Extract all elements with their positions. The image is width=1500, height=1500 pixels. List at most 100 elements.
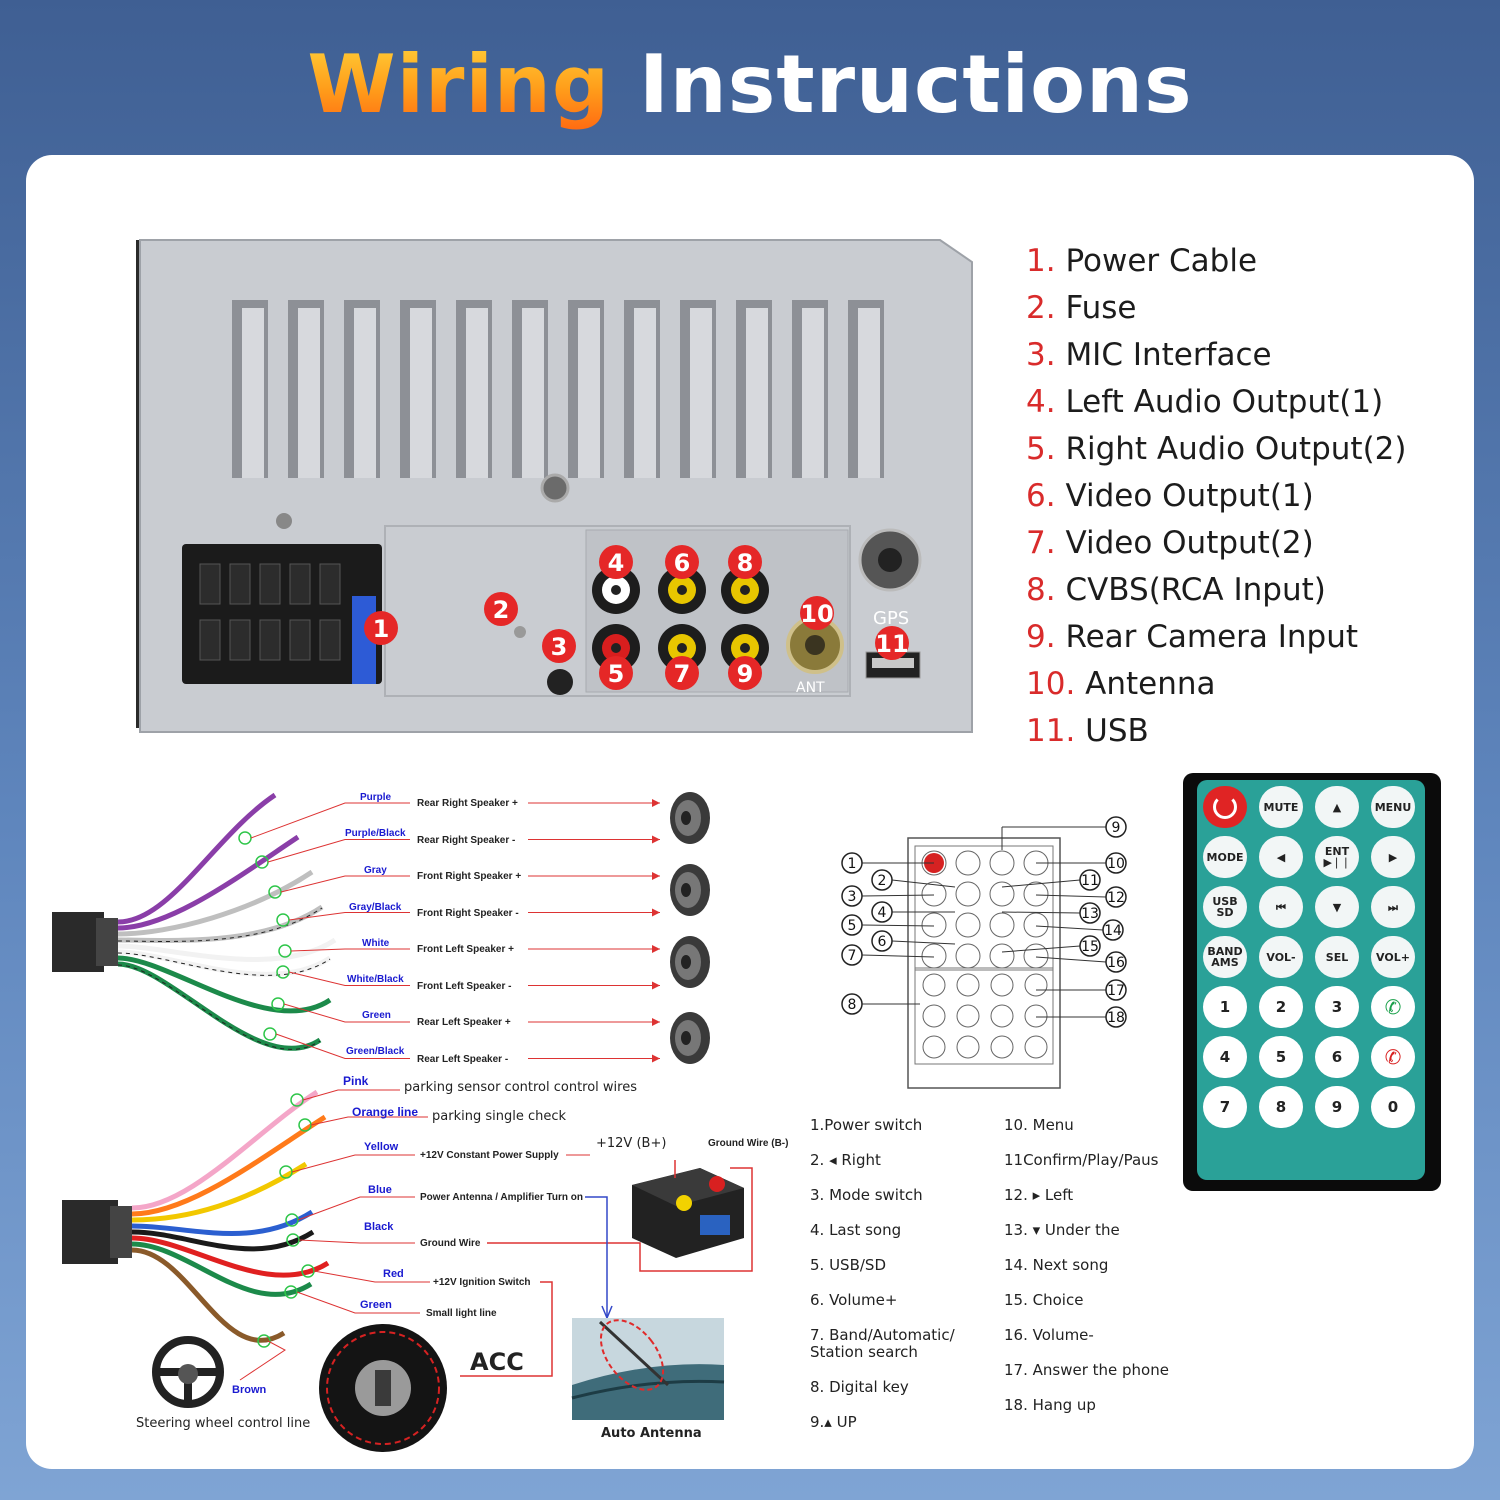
remote-button-label: MENU xyxy=(1374,800,1412,814)
remote-button[interactable]: ✆ xyxy=(1371,1036,1415,1078)
remote-button[interactable]: MUTE xyxy=(1259,786,1303,828)
key-list-item: 12. ▸ Left xyxy=(1004,1186,1074,1204)
remote-button[interactable]: SEL xyxy=(1315,936,1359,978)
wire-color-label: Purple/Black xyxy=(345,828,406,839)
wire-function-label: Front Left Speaker - xyxy=(417,980,512,992)
wire-function-label: +12V Ignition Switch xyxy=(433,1277,531,1288)
key-list-item: Station search xyxy=(810,1343,918,1361)
remote-button[interactable]: 6 xyxy=(1315,1036,1359,1078)
remote-callout-number: 2 xyxy=(878,873,887,889)
wire-function-label: Ground Wire xyxy=(420,1238,481,1249)
remote-button[interactable]: ⏮ xyxy=(1259,886,1303,928)
legend-item: 4. Left Audio Output(1) xyxy=(1026,379,1406,426)
remote-button[interactable]: VOL+ xyxy=(1371,936,1415,978)
gps-label: GPS xyxy=(873,608,909,629)
remote-button[interactable]: USB SD xyxy=(1203,886,1247,928)
key-list-item: 1.Power switch xyxy=(810,1116,923,1134)
remote-button-label: 0 xyxy=(1387,1097,1399,1116)
port-marker-number: 2 xyxy=(493,596,510,624)
wire-color-label: Orange line xyxy=(352,1105,419,1119)
wire-function-label: parking sensor control control wires xyxy=(404,1080,638,1095)
legend-item: 1. Power Cable xyxy=(1026,238,1406,285)
legend-item: 7. Video Output(2) xyxy=(1026,520,1406,567)
remote-callout-number: 1 xyxy=(848,856,857,872)
remote-button[interactable]: ⏭ xyxy=(1371,886,1415,928)
remote-button-label: BAND AMS xyxy=(1207,945,1243,969)
port-marker xyxy=(728,545,762,579)
remote-button[interactable]: ▲ xyxy=(1315,786,1359,828)
remote-button[interactable]: ✆ xyxy=(1371,986,1415,1028)
legend-item: 5. Right Audio Output(2) xyxy=(1026,426,1406,473)
wire-function-label: Rear Right Speaker - xyxy=(417,834,516,846)
wire-function-label: Rear Left Speaker + xyxy=(417,1017,511,1028)
remote-button[interactable]: ▼ xyxy=(1315,886,1359,928)
remote-button[interactable]: 0 xyxy=(1371,1086,1415,1128)
remote-button-label: 8 xyxy=(1275,1097,1287,1116)
remote-button[interactable]: 8 xyxy=(1259,1086,1303,1128)
remote-button[interactable]: 7 xyxy=(1203,1086,1247,1128)
key-list-item: 8. Digital key xyxy=(810,1378,909,1396)
remote-control xyxy=(1183,773,1441,1191)
key-list-item: 15. Choice xyxy=(1004,1291,1084,1309)
wire-color-label: Green xyxy=(362,1010,391,1021)
remote-button[interactable]: ▶ xyxy=(1371,836,1415,878)
remote-callout-number: 3 xyxy=(848,889,857,905)
legend-number: 7. xyxy=(1026,525,1056,561)
remote-button[interactable]: 2 xyxy=(1259,986,1303,1028)
port-marker xyxy=(800,596,834,630)
legend-item: 11. USB xyxy=(1026,708,1406,755)
remote-callout-number: 16 xyxy=(1107,955,1125,971)
remote-button-label: 4 xyxy=(1219,1047,1231,1066)
key-list-item: 14. Next song xyxy=(1004,1256,1109,1274)
port-marker xyxy=(484,592,518,626)
port-marker-number: 6 xyxy=(674,549,691,577)
remote-callout-number: 6 xyxy=(878,934,887,950)
hang-up-icon: ✆ xyxy=(1384,1044,1402,1069)
key-list-item: 11Confirm/Play/Paus xyxy=(1004,1151,1159,1169)
wire-function-label: Small light line xyxy=(426,1308,497,1319)
title-part1: Wiring xyxy=(307,38,611,131)
port-marker-number: 8 xyxy=(737,549,754,577)
remote-button[interactable]: 9 xyxy=(1315,1086,1359,1128)
wire-color-label: Purple xyxy=(360,792,392,803)
wire-color-label: White xyxy=(362,938,390,949)
auto-antenna-label: Auto Antenna xyxy=(601,1426,702,1441)
answer-phone-icon: ✆ xyxy=(1384,994,1402,1019)
legend-item: 9. Rear Camera Input xyxy=(1026,614,1406,661)
key-list-item: 3. Mode switch xyxy=(810,1186,923,1204)
legend-number: 4. xyxy=(1026,384,1056,420)
remote-button-label: MUTE xyxy=(1263,800,1299,814)
wire-function-label: Front Left Speaker + xyxy=(417,944,514,955)
legend-label: CVBS(RCA Input) xyxy=(1065,572,1326,608)
remote-button[interactable]: VOL- xyxy=(1259,936,1303,978)
remote-button[interactable]: 4 xyxy=(1203,1036,1247,1078)
legend-label: USB xyxy=(1085,713,1149,749)
remote-callout-number: 17 xyxy=(1107,983,1125,999)
remote-button[interactable] xyxy=(1203,786,1247,828)
remote-button[interactable]: BAND AMS xyxy=(1203,936,1247,978)
remote-button[interactable]: 5 xyxy=(1259,1036,1303,1078)
speaker-harness xyxy=(52,792,710,1064)
ignition-image xyxy=(319,1324,447,1452)
wire-color-label: Yellow xyxy=(364,1141,399,1153)
legend-number: 1. xyxy=(1026,243,1056,279)
key-list-item: 10. Menu xyxy=(1004,1116,1074,1134)
remote-button[interactable]: ◀ xyxy=(1259,836,1303,878)
key-list-item: 13. ▾ Under the xyxy=(1004,1221,1120,1239)
remote-callout-number: 10 xyxy=(1107,856,1125,872)
remote-button[interactable]: MENU xyxy=(1371,786,1415,828)
remote-button[interactable]: 1 xyxy=(1203,986,1247,1028)
remote-button[interactable]: 3 xyxy=(1315,986,1359,1028)
remote-button-label: 2 xyxy=(1275,997,1287,1016)
title-part2: Instructions xyxy=(639,38,1193,131)
remote-button[interactable]: ENT ▶❘❘ xyxy=(1315,836,1359,878)
remote-callout-number: 7 xyxy=(848,948,857,964)
port-marker-number: 3 xyxy=(551,633,568,661)
port-marker-number: 10 xyxy=(800,600,833,628)
remote-button[interactable]: MODE xyxy=(1203,836,1247,878)
wire-color-label: Pink xyxy=(343,1074,369,1088)
